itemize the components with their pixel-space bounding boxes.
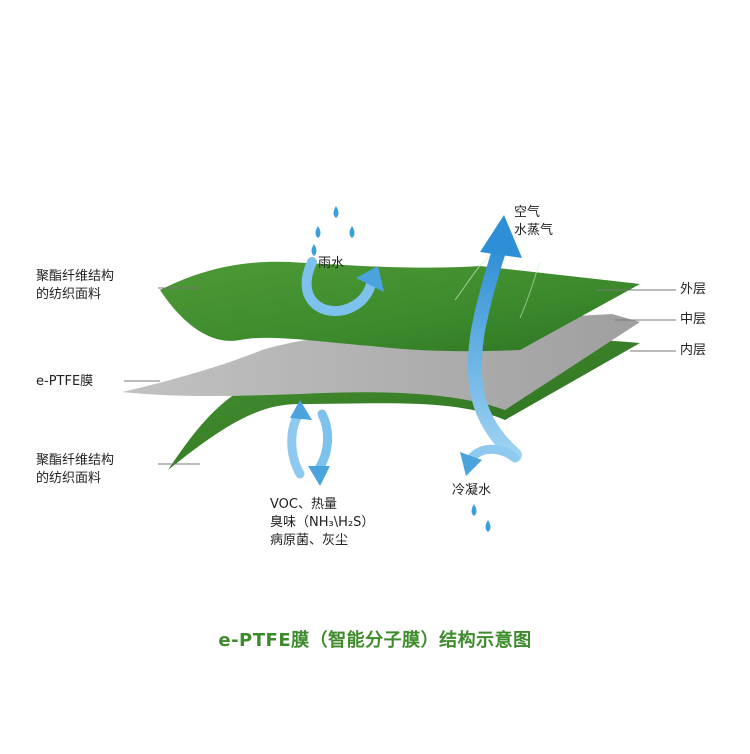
condensate-arrow-icon: [460, 444, 520, 476]
condensate-label: 冷凝水: [452, 483, 492, 498]
blocked-arrows-icon: [287, 400, 332, 486]
blocked-line-2: 臭味（NH₃\H₂S）: [270, 515, 375, 530]
outer-material-line-2: 的纺织面料: [36, 287, 102, 302]
middle-layer-label: 中层: [680, 312, 707, 327]
air-vapor-arrow-icon: [467, 215, 522, 462]
blocked-line-1: VOC、热量: [270, 497, 337, 512]
outer-layer-label: 外层: [680, 282, 707, 297]
rain-arrow-icon: [301, 257, 384, 317]
rain-label: 雨水: [318, 256, 345, 271]
outer-layer-sheet: [160, 261, 640, 352]
rain-drops: [311, 206, 355, 256]
blocked-line-3: 病原菌、灰尘: [270, 533, 349, 548]
outer-material-label: 聚酯纤维结构 的纺织面料: [36, 268, 114, 304]
blocked-substances-label: VOC、热量 臭味（NH₃\H₂S） 病原菌、灰尘: [270, 496, 374, 550]
condensate-drops: [471, 504, 491, 532]
inner-material-line-1: 聚酯纤维结构: [36, 453, 115, 468]
inner-material-label: 聚酯纤维结构 的纺织面料: [36, 452, 114, 488]
outer-material-line-1: 聚酯纤维结构: [36, 269, 115, 284]
inner-layer-label: 内层: [680, 343, 707, 358]
air-vapor-label: 空气 水蒸气: [514, 204, 553, 240]
air-label: 空气: [514, 205, 541, 220]
vapor-label: 水蒸气: [514, 223, 554, 238]
diagram-caption: e-PTFE膜（智能分子膜）结构示意图: [218, 630, 532, 651]
inner-material-line-2: 的纺织面料: [36, 471, 102, 486]
membrane-label: e-PTFE膜: [36, 374, 94, 389]
